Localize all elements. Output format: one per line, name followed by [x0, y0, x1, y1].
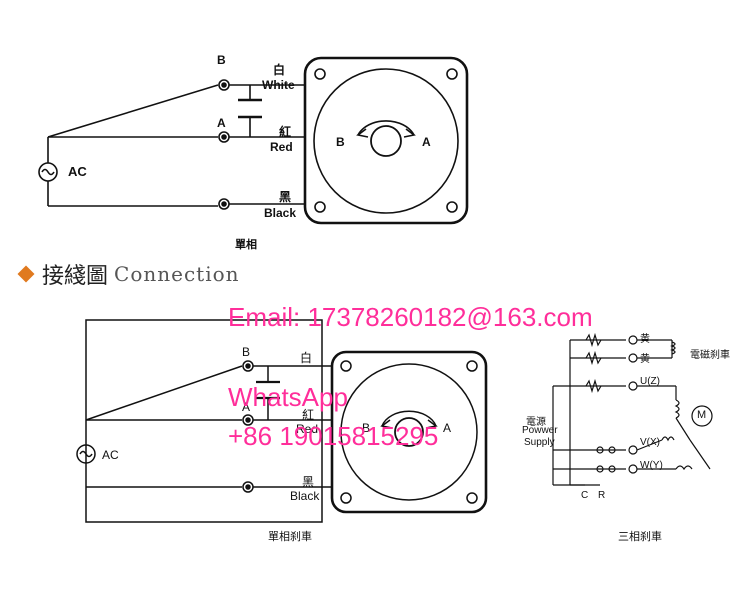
watermark-phone: +86 19015815295: [228, 421, 439, 451]
section-heading: 接綫圖 Connection: [17, 258, 240, 290]
three-phase-brake-diagram: [552, 332, 713, 486]
watermark-whatsapp: WhatsApp: [228, 382, 348, 412]
bottom-label-black-en: Black: [290, 489, 320, 503]
rotation-arrow-icon-bottom: [381, 410, 437, 427]
three-phase-caption: 三相刹車: [618, 531, 662, 543]
top-label-black-en: Black: [264, 206, 297, 220]
top-label-white-en: White: [262, 78, 295, 92]
motor-shaft: [370, 125, 402, 157]
brake-outer-loop: [85, 319, 323, 523]
bottom-label-b: B: [242, 345, 251, 359]
three-phase-v-label: V(X): [640, 437, 660, 448]
wire-white-bottom: [85, 365, 243, 421]
top-label-white-cn: 白: [273, 63, 286, 77]
rotation-arrow-icon: [357, 120, 415, 136]
three-phase-r-label: R: [598, 490, 606, 501]
three-phase-w-label: W(Y): [640, 460, 663, 471]
wire-white: [47, 84, 219, 138]
bottom-ac-label: AC: [102, 448, 119, 462]
bottom-rotation-a: A: [443, 421, 452, 435]
three-phase-yellow-2: 黄: [640, 354, 650, 365]
top-ac-label: AC: [68, 164, 87, 179]
bottom-label-white-cn: 白: [300, 351, 313, 365]
three-phase-c-label: C: [581, 490, 589, 501]
bottom-label-a: A: [242, 400, 251, 414]
single-phase-diagram: [38, 56, 469, 225]
heading-title: 接綫圖: [42, 264, 109, 289]
ac-source-symbol-bottom: [76, 444, 96, 464]
three-phase-power-cn: 電源: [526, 417, 546, 428]
three-phase-yellow-1: 黄: [640, 334, 650, 345]
motor-symbol-icon: [691, 405, 713, 427]
bottom-rotation-b: B: [362, 421, 371, 435]
top-label-a: A: [217, 116, 226, 130]
top-label-black-cn: 黑: [279, 190, 292, 204]
three-phase-power-en-2: Supply: [524, 437, 555, 448]
bottom-label-red-cn: 紅: [302, 408, 315, 422]
three-phase-motor-label: M: [697, 409, 707, 421]
brake-coil-icon: [670, 341, 676, 355]
ac-wave-icon: [41, 168, 55, 176]
bottom-label-black-cn: 黑: [302, 475, 315, 489]
watermark-email: Email: 17378260182@163.com: [228, 302, 593, 332]
top-rotation-b: B: [336, 135, 345, 149]
top-caption: 單相: [235, 239, 257, 251]
top-label-b: B: [217, 53, 226, 67]
top-label-red-en: Red: [270, 140, 293, 154]
heading-subtitle: Connection: [114, 262, 240, 286]
three-phase-u-label: U(Z): [640, 376, 660, 387]
bottom-caption: 單相刹車: [268, 531, 312, 543]
three-phase-power-en-1: Powwer: [522, 425, 558, 436]
top-label-red-cn: 紅: [279, 125, 292, 139]
diamond-bullet-icon: [17, 265, 35, 283]
three-phase-brake-label: 電磁刹車: [690, 350, 730, 361]
single-phase-brake-diagram: [76, 319, 488, 523]
brake-motor-face: [330, 350, 488, 514]
motor-face: [303, 56, 469, 225]
top-rotation-a: A: [422, 135, 431, 149]
bottom-label-red-en: Red: [296, 422, 319, 436]
